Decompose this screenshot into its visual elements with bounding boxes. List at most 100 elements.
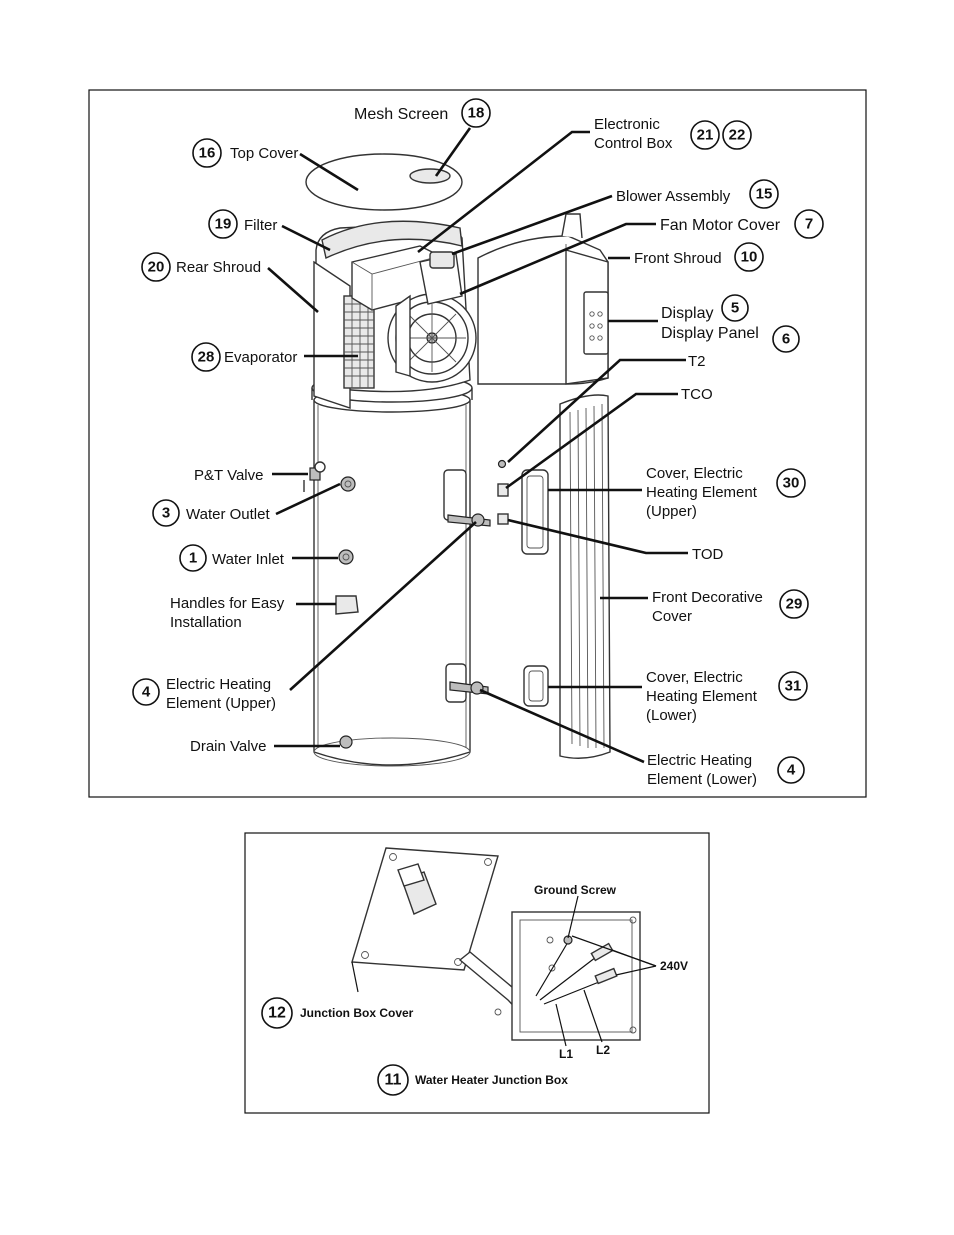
label-evaporator: Evaporator <box>224 349 297 366</box>
heat-pump-unit-illustration <box>313 220 477 409</box>
badge-fan-motor-cover: 7 <box>794 209 824 239</box>
svg-text:4: 4 <box>787 762 796 779</box>
installation-handle <box>335 595 359 615</box>
label-pt-valve: P&T Valve <box>194 467 263 484</box>
label-cover-upper-2: Heating Element <box>646 484 758 501</box>
label-tod: TOD <box>692 546 724 563</box>
badge-cover-lower: 31 <box>778 671 808 701</box>
display-screen <box>583 291 609 355</box>
label-control-box: Control Box <box>594 135 673 152</box>
water-inlet-fitting <box>338 549 354 565</box>
label-water-heater-junction-box: Water Heater Junction Box <box>415 1073 568 1087</box>
pt-valve-fitting <box>303 461 326 492</box>
label-heating-upper-1: Electric Heating <box>166 676 271 693</box>
label-display: Display <box>661 305 713 322</box>
badge-blower-assembly: 15 <box>749 179 779 209</box>
svg-text:3: 3 <box>162 505 170 522</box>
svg-text:15: 15 <box>756 186 773 203</box>
label-mesh-screen: Mesh Screen <box>354 106 448 123</box>
badge-junction-box-cover: 12 <box>261 997 293 1029</box>
svg-text:1: 1 <box>189 550 197 567</box>
badge-control-box-b: 22 <box>722 120 752 150</box>
label-l1: L1 <box>559 1047 573 1061</box>
label-electronic: Electronic <box>594 116 660 133</box>
tco-sensor <box>497 483 509 497</box>
label-rear-shroud: Rear Shroud <box>176 259 261 276</box>
svg-text:30: 30 <box>783 475 800 492</box>
svg-text:5: 5 <box>731 300 739 317</box>
label-cover-lower-2: Heating Element <box>646 688 758 705</box>
badge-evaporator: 28 <box>191 342 221 372</box>
badge-rear-shroud: 20 <box>141 252 171 282</box>
label-water-inlet: Water Inlet <box>212 551 285 568</box>
label-fan-motor-cover: Fan Motor Cover <box>660 217 781 234</box>
label-handles-1: Handles for Easy <box>170 595 285 612</box>
label-heating-upper-2: Element (Upper) <box>166 695 276 712</box>
svg-text:11: 11 <box>385 1072 402 1089</box>
leader-lines <box>267 127 688 764</box>
svg-text:28: 28 <box>198 349 215 366</box>
badge-mesh-screen: 18 <box>461 98 491 128</box>
svg-text:4: 4 <box>142 684 151 701</box>
badge-water-outlet: 3 <box>152 499 180 527</box>
label-heating-lower-2: Element (Lower) <box>647 771 757 788</box>
badge-top-cover: 16 <box>192 138 222 168</box>
label-l2: L2 <box>596 1043 610 1057</box>
svg-text:18: 18 <box>468 105 485 122</box>
badge-heating-upper: 4 <box>132 678 160 706</box>
lower-element-cover <box>523 665 549 707</box>
junction-box-body <box>511 911 641 1041</box>
badge-water-inlet: 1 <box>179 544 207 572</box>
svg-text:6: 6 <box>782 331 790 348</box>
label-front-decorative-1: Front Decorative <box>652 589 763 606</box>
badge-display-panel: 6 <box>772 325 800 353</box>
badge-front-shroud: 10 <box>734 242 764 272</box>
label-tco: TCO <box>681 386 713 403</box>
badge-filter: 19 <box>208 209 238 239</box>
evaporator-coil <box>343 295 375 389</box>
badge-control-box-a: 21 <box>690 120 720 150</box>
label-blower-assembly: Blower Assembly <box>616 188 731 205</box>
label-cover-lower-1: Cover, Electric <box>646 669 743 686</box>
label-cover-lower-3: (Lower) <box>646 707 697 724</box>
top-cover-part <box>305 153 463 211</box>
svg-text:21: 21 <box>697 127 714 144</box>
junction-box-illustration <box>351 847 657 1047</box>
badge-display: 5 <box>721 294 749 322</box>
badge-cover-upper: 30 <box>776 468 806 498</box>
drain-valve-fitting <box>339 735 353 749</box>
upper-element-cover <box>521 469 549 555</box>
tod-sensor <box>497 513 509 525</box>
tank-illustration <box>303 373 491 767</box>
badge-front-decorative: 29 <box>779 589 809 619</box>
front-decorative-cover-part <box>497 394 611 759</box>
label-display-panel: Display Panel <box>661 325 759 342</box>
label-front-decorative-2: Cover <box>652 608 692 625</box>
svg-text:20: 20 <box>148 259 165 276</box>
bottom-diagram-frame <box>244 832 710 1114</box>
label-filter: Filter <box>244 217 277 234</box>
badge-water-heater-junction-box: 11 <box>377 1064 409 1096</box>
top-diagram-frame <box>88 89 867 798</box>
svg-text:29: 29 <box>786 596 803 613</box>
label-t2: T2 <box>688 353 706 370</box>
label-cover-upper-3: (Upper) <box>646 503 697 520</box>
svg-text:19: 19 <box>215 216 232 233</box>
svg-text:16: 16 <box>199 145 216 162</box>
label-drain-valve: Drain Valve <box>190 738 266 755</box>
label-handles-2: Installation <box>170 614 242 631</box>
label-ground-screw: Ground Screw <box>534 883 617 897</box>
water-outlet-fitting <box>340 476 356 492</box>
label-cover-upper-1: Cover, Electric <box>646 465 743 482</box>
svg-text:22: 22 <box>729 127 746 144</box>
t2-sensor <box>497 459 507 469</box>
label-water-outlet: Water Outlet <box>186 506 270 523</box>
svg-text:7: 7 <box>805 216 813 233</box>
blower-fan <box>387 293 477 383</box>
svg-text:31: 31 <box>785 678 802 695</box>
label-240v: 240V <box>660 959 688 973</box>
svg-text:10: 10 <box>741 249 758 266</box>
label-junction-box-cover: Junction Box Cover <box>300 1006 414 1020</box>
label-heating-lower-1: Electric Heating <box>647 752 752 769</box>
